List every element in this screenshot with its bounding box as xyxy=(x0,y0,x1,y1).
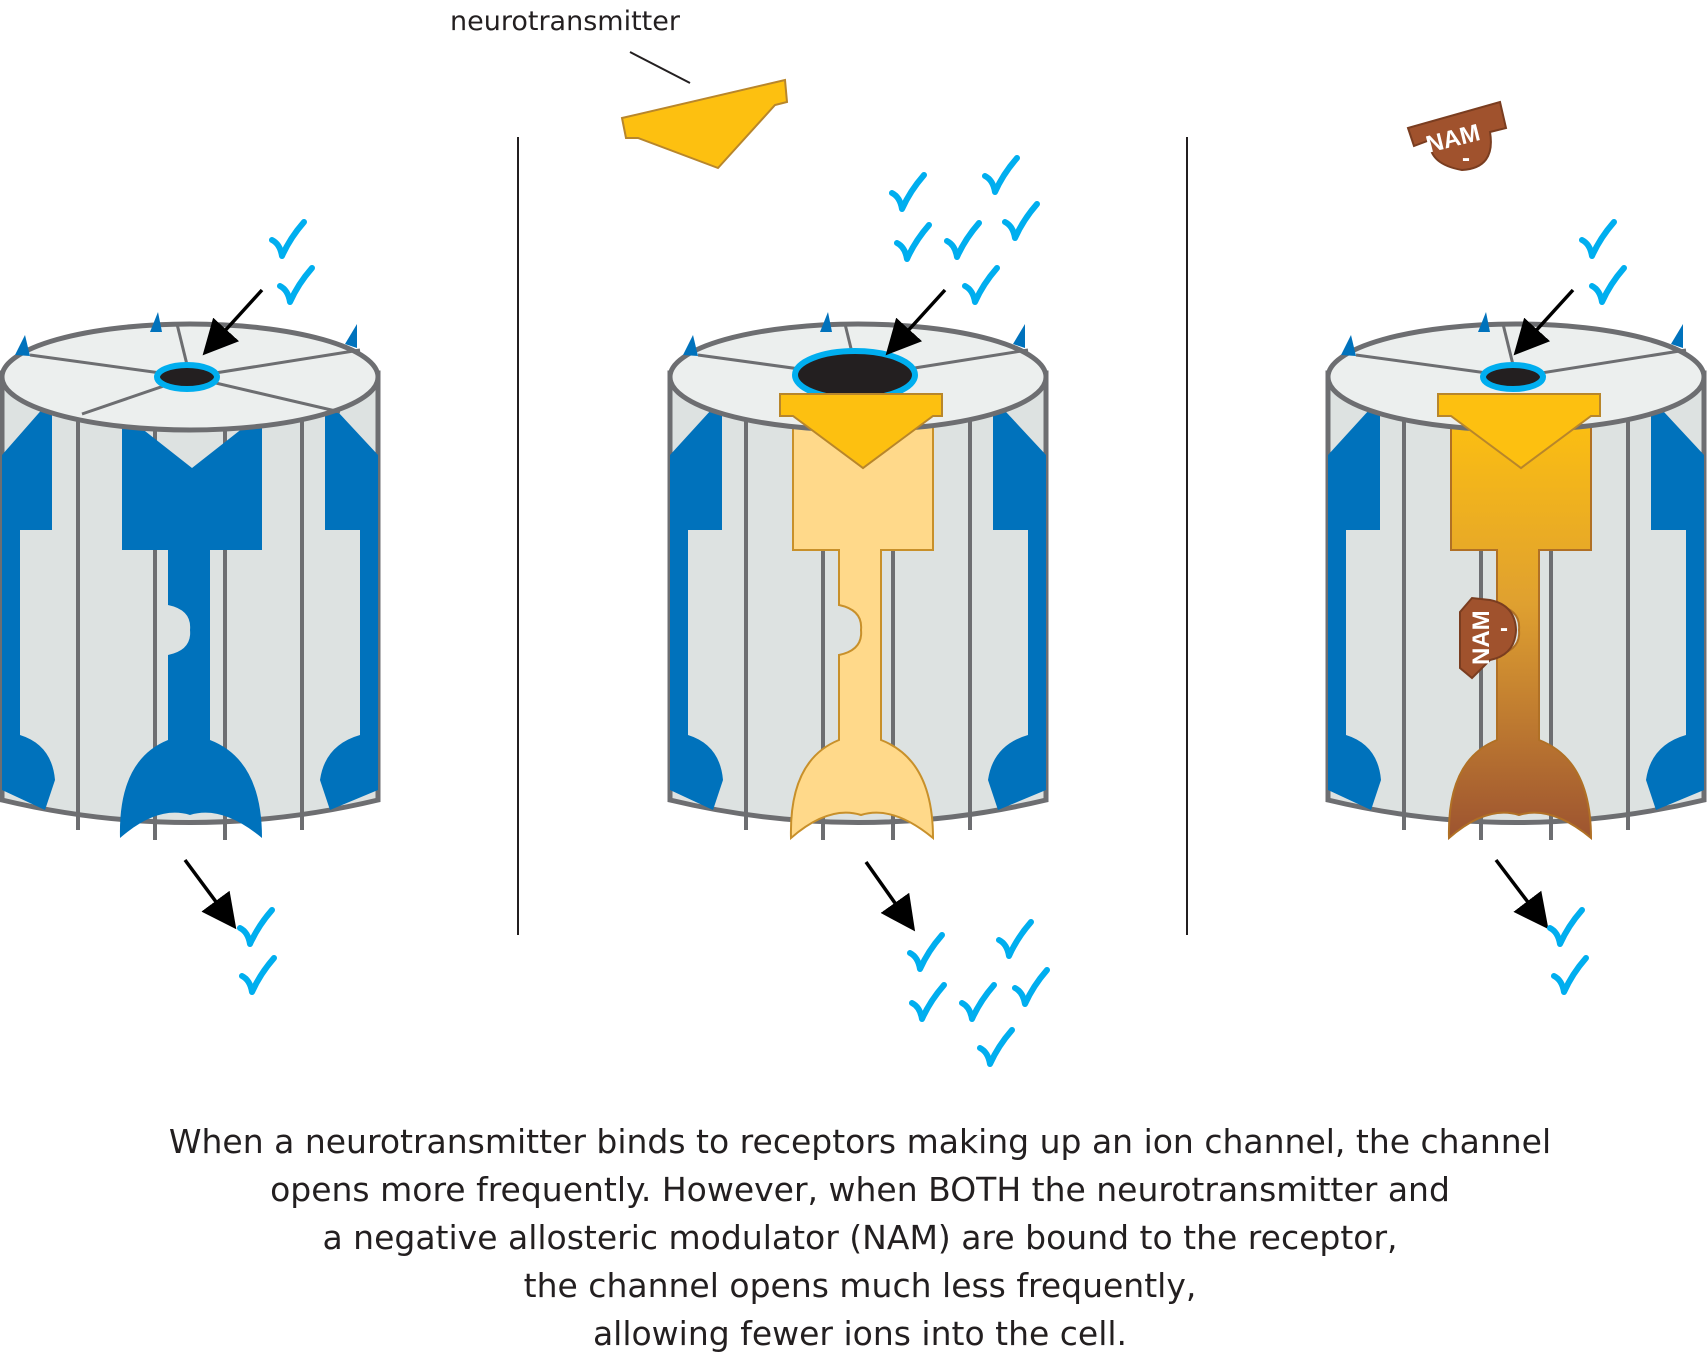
neurotransmitter xyxy=(620,78,789,170)
ion xyxy=(980,1030,1012,1064)
receptor-subunit xyxy=(988,398,1046,810)
channel-pore xyxy=(1480,362,1546,392)
receptor-neurotransmitter-bound: neurotransmitter xyxy=(450,6,1047,1064)
caption-line: the channel opens much less frequently, xyxy=(523,1266,1197,1305)
ion xyxy=(1582,222,1614,256)
caption-line: When a neurotransmitter binds to recepto… xyxy=(168,1122,1552,1161)
receptor-subunit-bound xyxy=(789,410,935,841)
caption-line: allowing fewer ions into the cell. xyxy=(592,1314,1128,1353)
ion xyxy=(280,268,312,302)
ion-entry-arrow xyxy=(885,288,947,356)
figure-caption: When a neurotransmitter binds to recepto… xyxy=(0,1118,1707,1358)
ion xyxy=(897,225,929,259)
ion xyxy=(999,922,1031,956)
ion-entry-arrow xyxy=(202,288,264,356)
channel-pore xyxy=(154,362,220,392)
receptor-subunit xyxy=(2,398,55,810)
bound-nam: NAM - xyxy=(1459,596,1518,680)
ion xyxy=(962,985,994,1019)
bound-neurotransmitter xyxy=(1437,393,1601,470)
ion xyxy=(892,175,924,209)
ion xyxy=(910,935,942,969)
ion xyxy=(985,158,1017,192)
channel-pore-open xyxy=(792,348,918,402)
nam-molecule: NAM - xyxy=(1406,100,1508,172)
bound-nam-label: NAM xyxy=(1468,610,1495,665)
receptor-subunit-front xyxy=(119,413,262,838)
receptor-subunit xyxy=(670,398,723,810)
ion xyxy=(240,910,272,944)
receptor-subunit xyxy=(320,398,378,810)
ion xyxy=(272,222,304,256)
bound-neurotransmitter xyxy=(779,393,943,470)
ion-entry-arrow xyxy=(1513,288,1575,356)
ion xyxy=(1005,204,1037,238)
caption-line: a negative allosteric modulator (NAM) ar… xyxy=(322,1218,1398,1257)
caption-line: opens more frequently. However, when BOT… xyxy=(270,1170,1450,1209)
nam-sign: - xyxy=(1462,145,1470,172)
receptor-unbound xyxy=(0,222,381,992)
ion xyxy=(965,268,997,302)
receptor-subunit xyxy=(1646,398,1704,810)
ion xyxy=(912,985,944,1019)
receptor-neurotransmitter-and-nam-bound: NAM - NAM - xyxy=(1325,100,1707,992)
neurotransmitter-label: neurotransmitter xyxy=(450,6,681,37)
label-leader-line xyxy=(629,51,691,84)
bound-nam-sign: - xyxy=(1500,615,1508,642)
ion xyxy=(1015,970,1047,1004)
ion xyxy=(1592,268,1624,302)
ion xyxy=(947,223,979,257)
receptor-subunit xyxy=(1328,398,1381,810)
receptor-subunit-bound xyxy=(1447,410,1593,841)
ion xyxy=(1554,958,1586,992)
ion-exit-arrow xyxy=(864,860,916,932)
ion xyxy=(1550,910,1582,944)
ion-exit-arrow xyxy=(1494,858,1549,930)
ion-exit-arrow xyxy=(183,858,237,930)
ion xyxy=(242,958,274,992)
